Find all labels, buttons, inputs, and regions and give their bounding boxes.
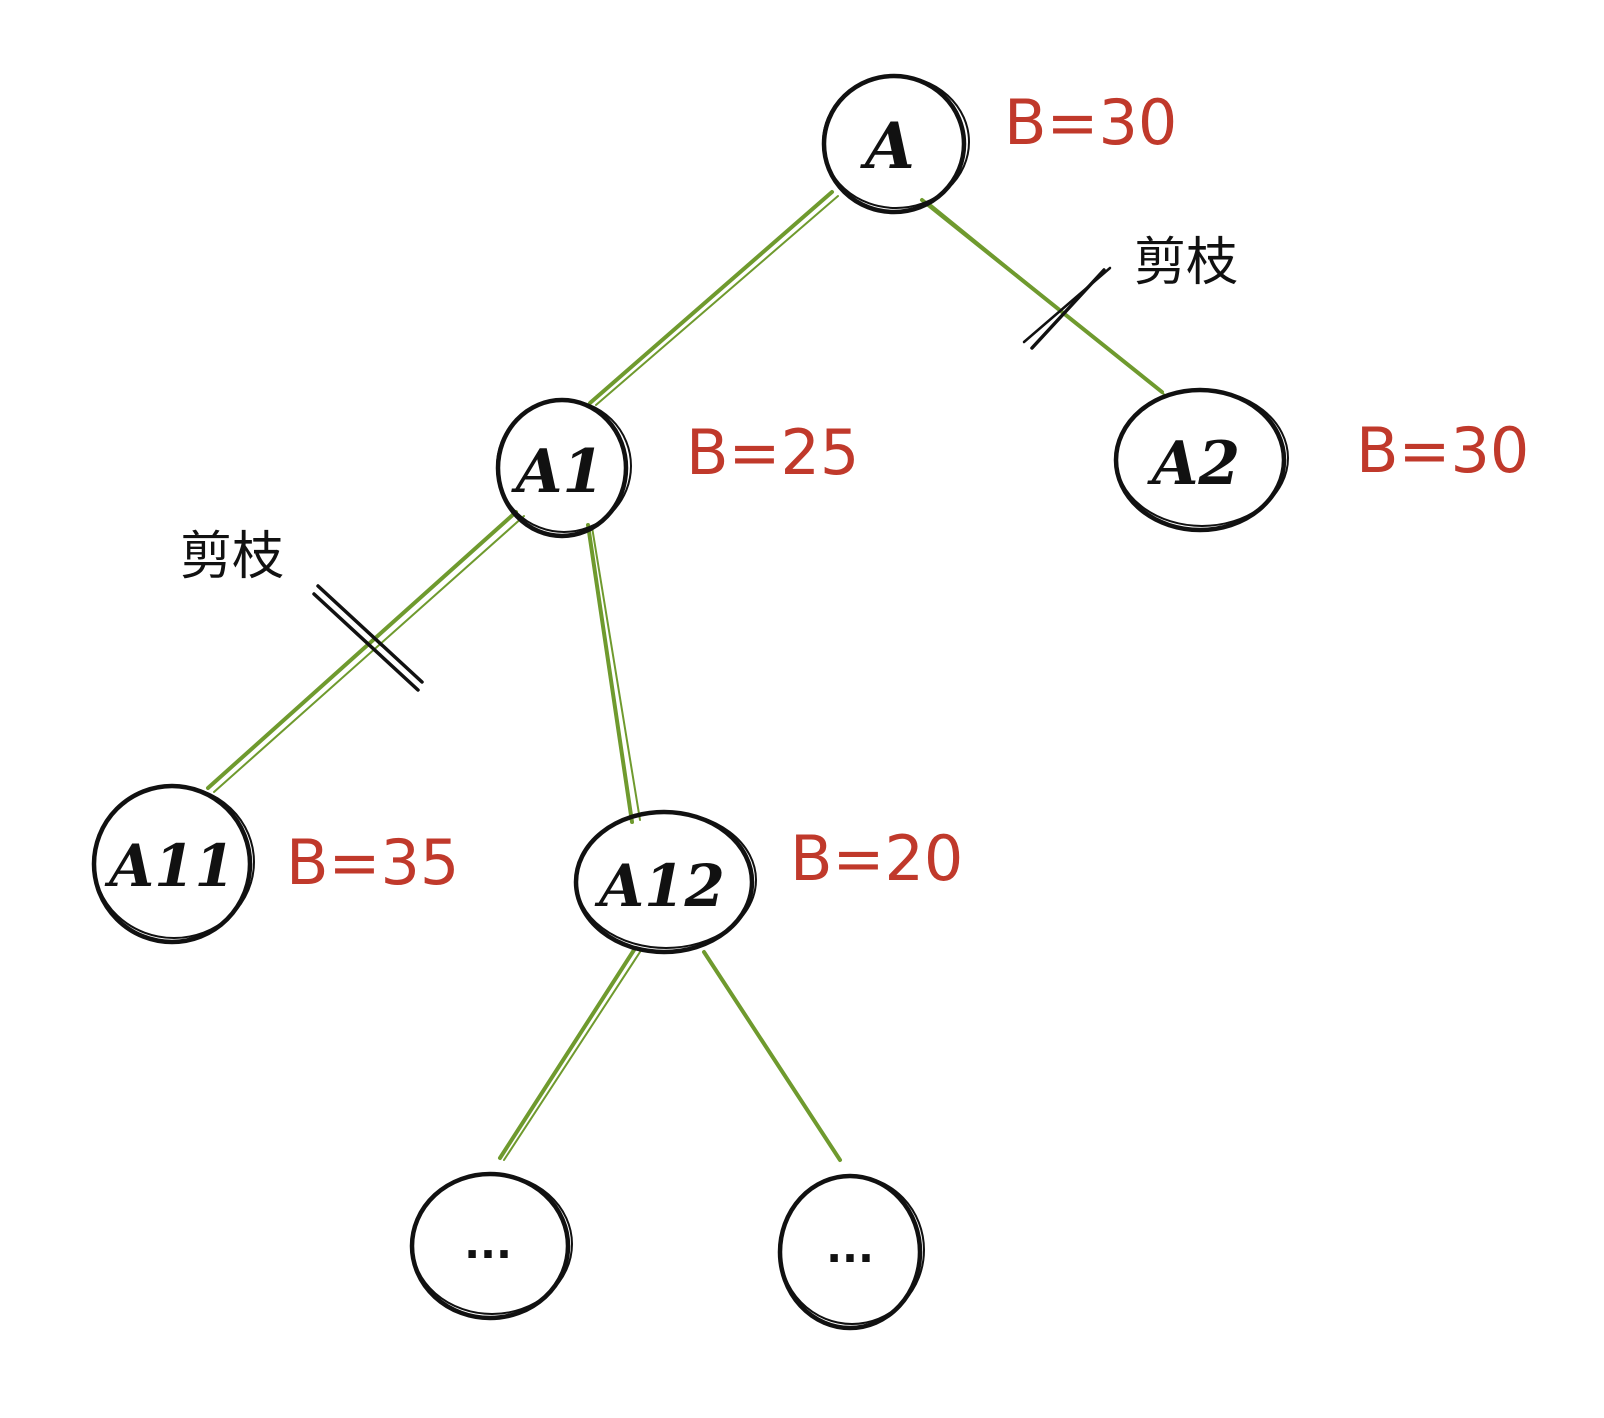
tree-nodes: A A1 A2 A11 A12 ... [91,73,1289,1331]
prune-mark-A1-A11 [312,584,424,692]
edge-A1-A11 [206,510,525,793]
prune-marks [312,266,1112,692]
node-A1: A1 [495,397,632,539]
node-child-2: ... [777,1173,925,1331]
node-label-child-2: ... [826,1223,874,1272]
node-label-child-1: ... [464,1219,512,1268]
node-label-A12: A12 [594,852,725,920]
node-child-1: ... [409,1171,573,1321]
value-labels: B=30 B=25 B=30 B=35 B=20 [286,86,1529,899]
node-A11: A11 [91,783,255,945]
node-label-A11: A11 [104,832,235,900]
node-label-A2: A2 [1147,429,1240,499]
edge-A12-C1 [498,948,641,1161]
value-label-A11: B=35 [286,826,459,899]
value-label-A2: B=30 [1356,414,1529,487]
node-A2: A2 [1113,387,1289,533]
value-label-A: B=30 [1004,86,1177,159]
node-A12: A12 [573,809,757,955]
tree-edges [206,190,1167,1162]
value-label-A1: B=25 [686,416,859,489]
node-label-A1: A1 [511,437,604,507]
prune-mark-A-A2 [1022,266,1112,350]
edge-A1-A12 [586,523,641,824]
edge-A-A2 [920,198,1167,397]
value-label-A12: B=20 [790,822,963,895]
edge-A-A1 [588,190,839,406]
node-label-A: A [860,109,915,184]
prune-label-left: 剪枝 [180,527,284,587]
node-A: A [821,73,970,215]
edge-A12-C2 [702,950,842,1162]
prune-label-right: 剪枝 [1134,233,1238,293]
